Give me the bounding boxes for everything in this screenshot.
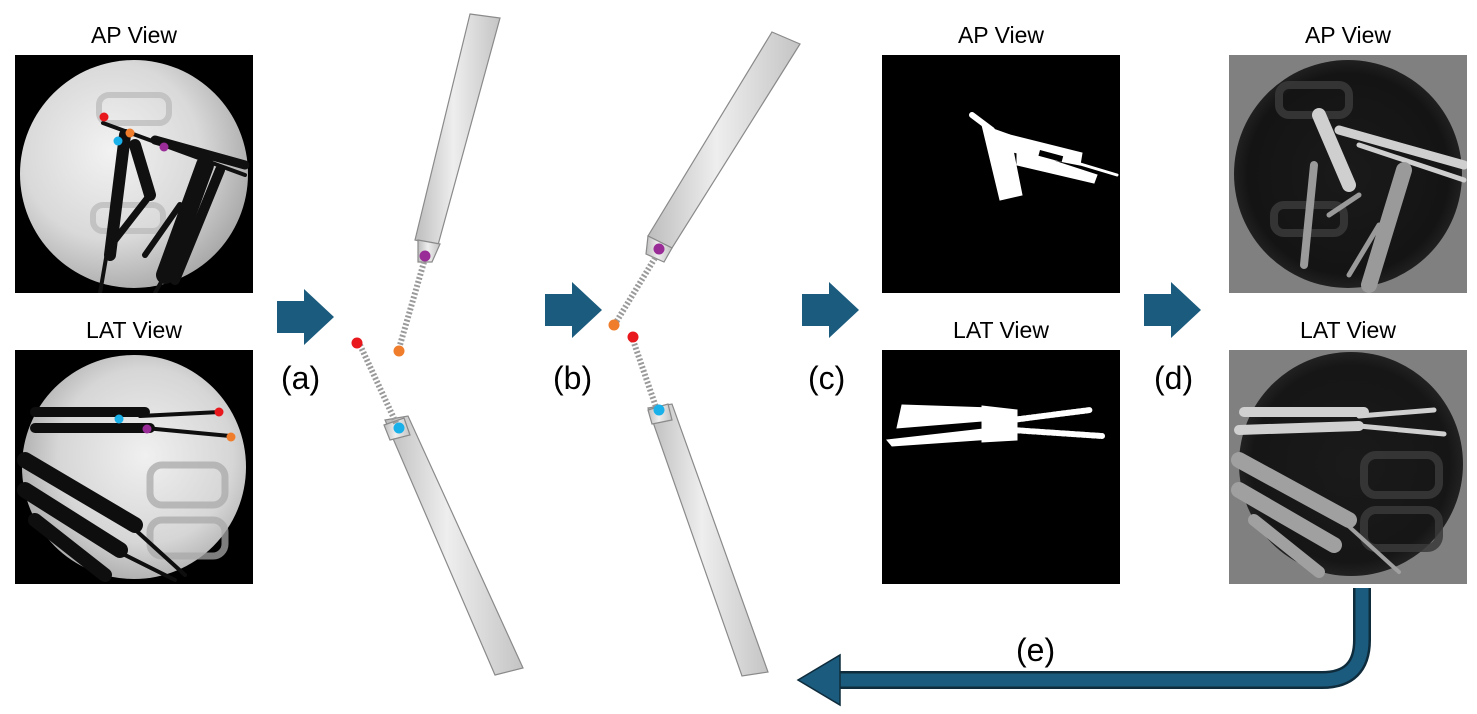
drr-ap-image (1229, 55, 1467, 293)
input-ap-title: AP View (90, 22, 178, 48)
drr-lat-title: LAT View (1300, 317, 1396, 343)
arrow-a-icon (277, 289, 334, 345)
step-b-label: (b) (553, 360, 593, 396)
keypoint-purple (419, 250, 431, 262)
step-a-label: (a) (281, 360, 321, 396)
input-lat-xray (15, 350, 253, 584)
keypoint-red (351, 337, 363, 349)
implant-pair-after (612, 31, 801, 677)
mask-ap-title: AP View (957, 22, 1045, 48)
step-c-label: (c) (808, 360, 846, 396)
keypoint-blue (393, 422, 405, 434)
mask-lat-image (882, 350, 1120, 584)
arrow-b-icon (545, 282, 602, 338)
arrow-c-icon (802, 282, 859, 338)
drr-lat-image (1229, 350, 1467, 584)
arrow-d-icon (1144, 282, 1201, 338)
step-d-label: (d) (1154, 360, 1194, 396)
mask-ap-image (882, 55, 1120, 293)
keypoint-orange (393, 345, 405, 357)
input-ap-xray (15, 55, 253, 293)
mask-lat-title: LAT View (953, 317, 1049, 343)
drr-ap-title: AP View (1304, 22, 1392, 48)
implant-pair-before (357, 13, 524, 676)
input-lat-title: LAT View (86, 317, 182, 343)
step-e-label: (e) (1016, 632, 1056, 668)
